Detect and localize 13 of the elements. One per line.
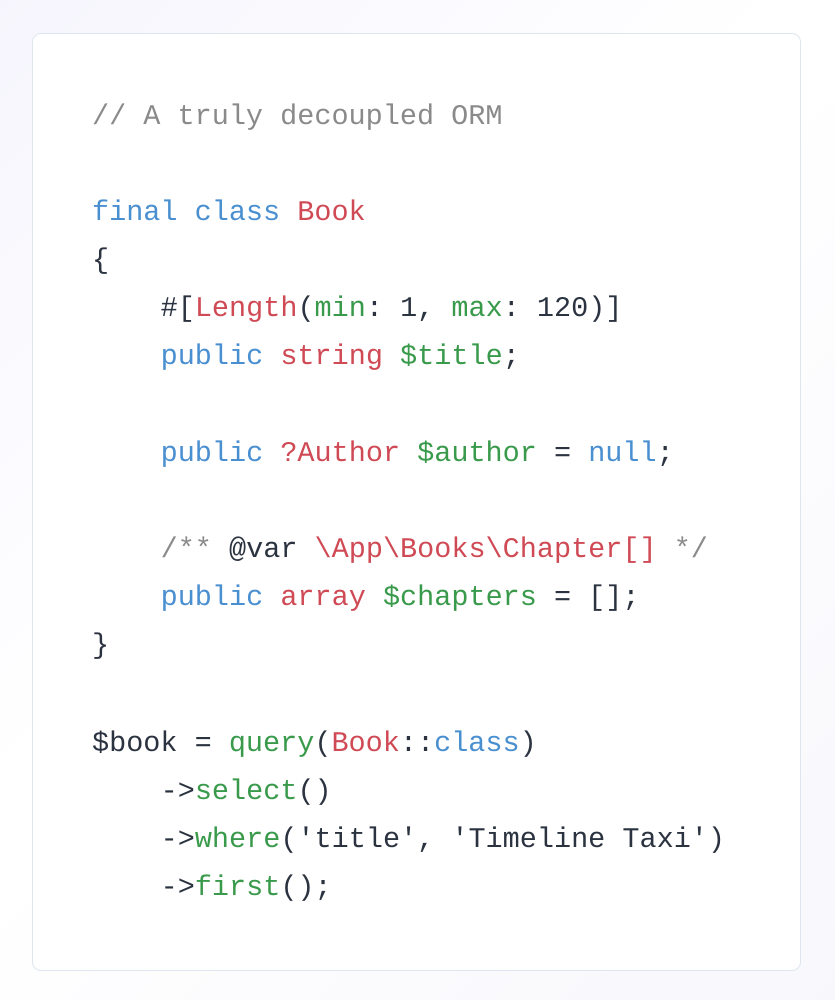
code-line: final class Book xyxy=(92,195,366,231)
code-line: } xyxy=(92,628,110,664)
code-line: public ?Author $author = null; xyxy=(160,436,674,472)
code-line: #[Length(min: 1, max: 120)] xyxy=(160,291,622,327)
code-line: $book = query(Book::class) xyxy=(92,726,537,762)
code-line: // A truly decoupled ORM xyxy=(92,99,502,135)
code-line: public string $title; xyxy=(160,339,520,375)
code-line: ->where('title', 'Timeline Taxi') xyxy=(160,822,726,858)
code-line: /** @var \App\Books\Chapter[] */ xyxy=(160,532,708,568)
code-line: { xyxy=(92,243,110,279)
code-line: public array $chapters = []; xyxy=(160,580,640,616)
code-line: ->select() xyxy=(160,774,332,810)
code-line: ->first(); xyxy=(160,870,332,906)
